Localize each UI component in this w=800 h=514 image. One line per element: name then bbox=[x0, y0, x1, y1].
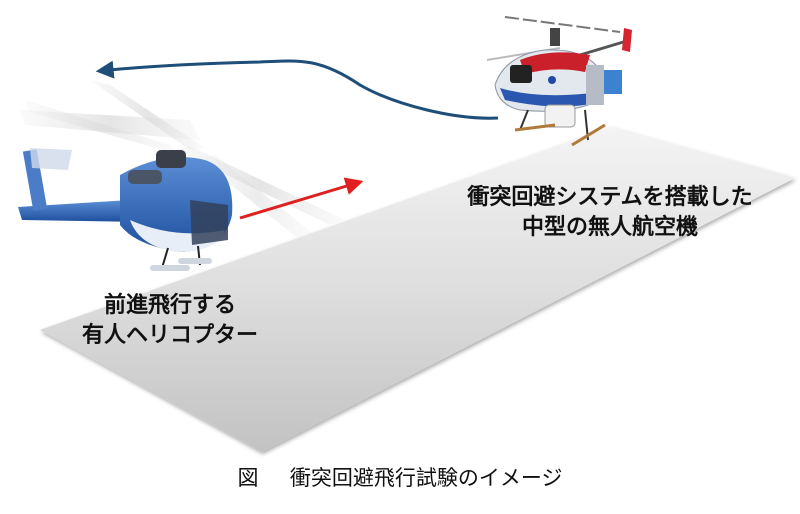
avoidance-path-arrow bbox=[95, 59, 499, 120]
forward-flight-arrow bbox=[239, 177, 364, 220]
helicopter-label-line2: 有人ヘリコプター bbox=[81, 322, 258, 348]
caption-prefix: 図 bbox=[237, 466, 259, 490]
helicopter-label-line1: 前進飛行する bbox=[103, 293, 236, 318]
drone-label: 衝突回避システムを搭載した 中型の無人航空機 bbox=[440, 183, 780, 242]
drone-label-line2: 中型の無人航空機 bbox=[521, 214, 698, 240]
drone-label-line1: 衝突回避システムを搭載した bbox=[467, 185, 753, 210]
unmanned-helicopter-icon bbox=[486, 16, 632, 147]
caption-text: 衝突回避飛行試験のイメージ bbox=[289, 466, 563, 490]
figure-caption: 図 衝突回避飛行試験のイメージ bbox=[0, 462, 800, 492]
helicopter-label: 前進飛行する 有人ヘリコプター bbox=[60, 291, 280, 350]
ground-plane bbox=[40, 127, 795, 452]
manned-helicopter-icon bbox=[18, 80, 345, 271]
